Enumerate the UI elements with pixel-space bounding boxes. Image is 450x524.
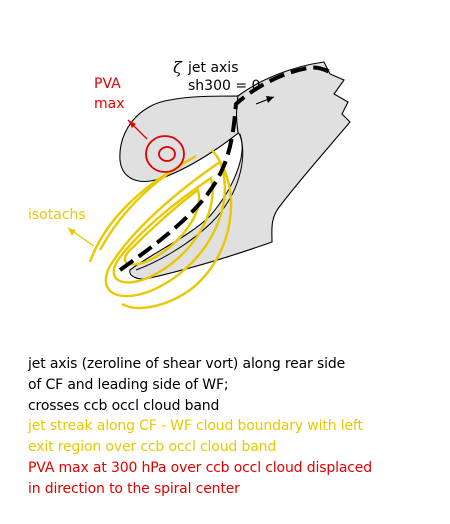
isotach-6 — [88, 164, 181, 263]
caption-line: of CF and leading side of WF; — [28, 376, 229, 393]
isotachs-arrow-head — [68, 228, 76, 236]
zeta-label: ζ — [173, 58, 182, 77]
isotach-2 — [112, 176, 214, 284]
caption-line: PVA max at 300 hPa over ccb occl cloud d… — [28, 459, 372, 476]
pva-max-circles — [145, 135, 185, 173]
isotachs-label: isotachs — [28, 207, 86, 223]
caption: jet axis (zeroline of shear vort) along … — [28, 354, 438, 500]
pva-arrow-head — [128, 120, 136, 128]
inner-cloud-boundary — [135, 133, 244, 271]
frontal-cloud-band — [129, 61, 351, 280]
caption-line: jet axis (zeroline of shear vort) along … — [28, 356, 346, 372]
isotach-4 — [121, 149, 233, 310]
pva-circle-inner — [158, 146, 176, 162]
jet-axis-label: jet axis — [188, 60, 239, 76]
pva-label-line1: PVA — [94, 76, 121, 92]
caption-line: crosses ccb occl cloud band — [28, 397, 220, 414]
isotach-3 — [104, 161, 226, 298]
pva-circle-outer — [145, 135, 185, 173]
pva-label-line2: max — [94, 96, 125, 112]
caption-line: exit region over ccb occl cloud band — [28, 439, 277, 456]
isotach-5 — [98, 154, 197, 251]
caption-line: in direction to the spiral center — [28, 480, 240, 497]
caption-line: jet streak along CF - WF cloud boundary … — [28, 418, 363, 435]
cloud-jet-diagram — [67, 61, 351, 310]
sh300-label: sh300 = 0 — [188, 78, 261, 94]
jet-axis-arrow-head — [266, 96, 274, 103]
